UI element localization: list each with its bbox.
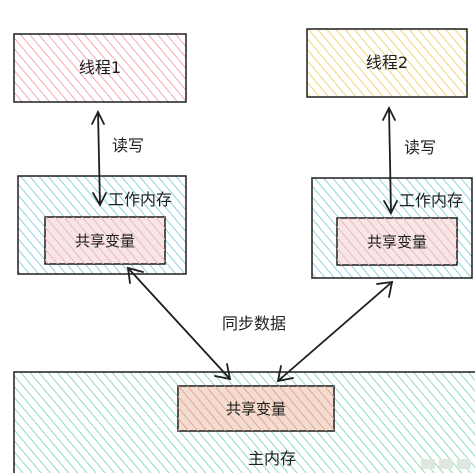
work-memory-right-label: 工作内存 xyxy=(399,191,464,210)
rw-label-left: 读写 xyxy=(112,136,145,155)
rw-arrow-right xyxy=(382,105,398,215)
thread2-label: 线程2 xyxy=(365,53,409,72)
thread1-label: 线程1 xyxy=(78,58,122,77)
shared-var-left-hatch xyxy=(45,217,165,264)
sync-label: 同步数据 xyxy=(222,314,287,333)
shared-var-main-label: 共享变量 xyxy=(225,399,286,418)
watermark-mark xyxy=(457,459,471,469)
shared-var-left-label: 共享变量 xyxy=(74,231,135,250)
shared-var-right-label: 共享变量 xyxy=(366,232,427,251)
shared-var-right-hatch xyxy=(337,218,457,265)
watermark-mark xyxy=(439,459,453,469)
watermark xyxy=(421,459,471,469)
rw-label-right: 读写 xyxy=(404,138,437,157)
main-memory-label: 主内存 xyxy=(248,449,297,468)
watermark-mark xyxy=(421,459,435,469)
sync-arrow-left xyxy=(126,266,232,381)
rw-arrow-left xyxy=(91,109,107,207)
shared-var-main-hatch xyxy=(178,386,334,431)
sync-arrow-right xyxy=(276,280,394,383)
thread1-box xyxy=(13,33,187,103)
work-memory-left-label: 工作内存 xyxy=(108,190,173,209)
thread2-box xyxy=(306,28,468,98)
